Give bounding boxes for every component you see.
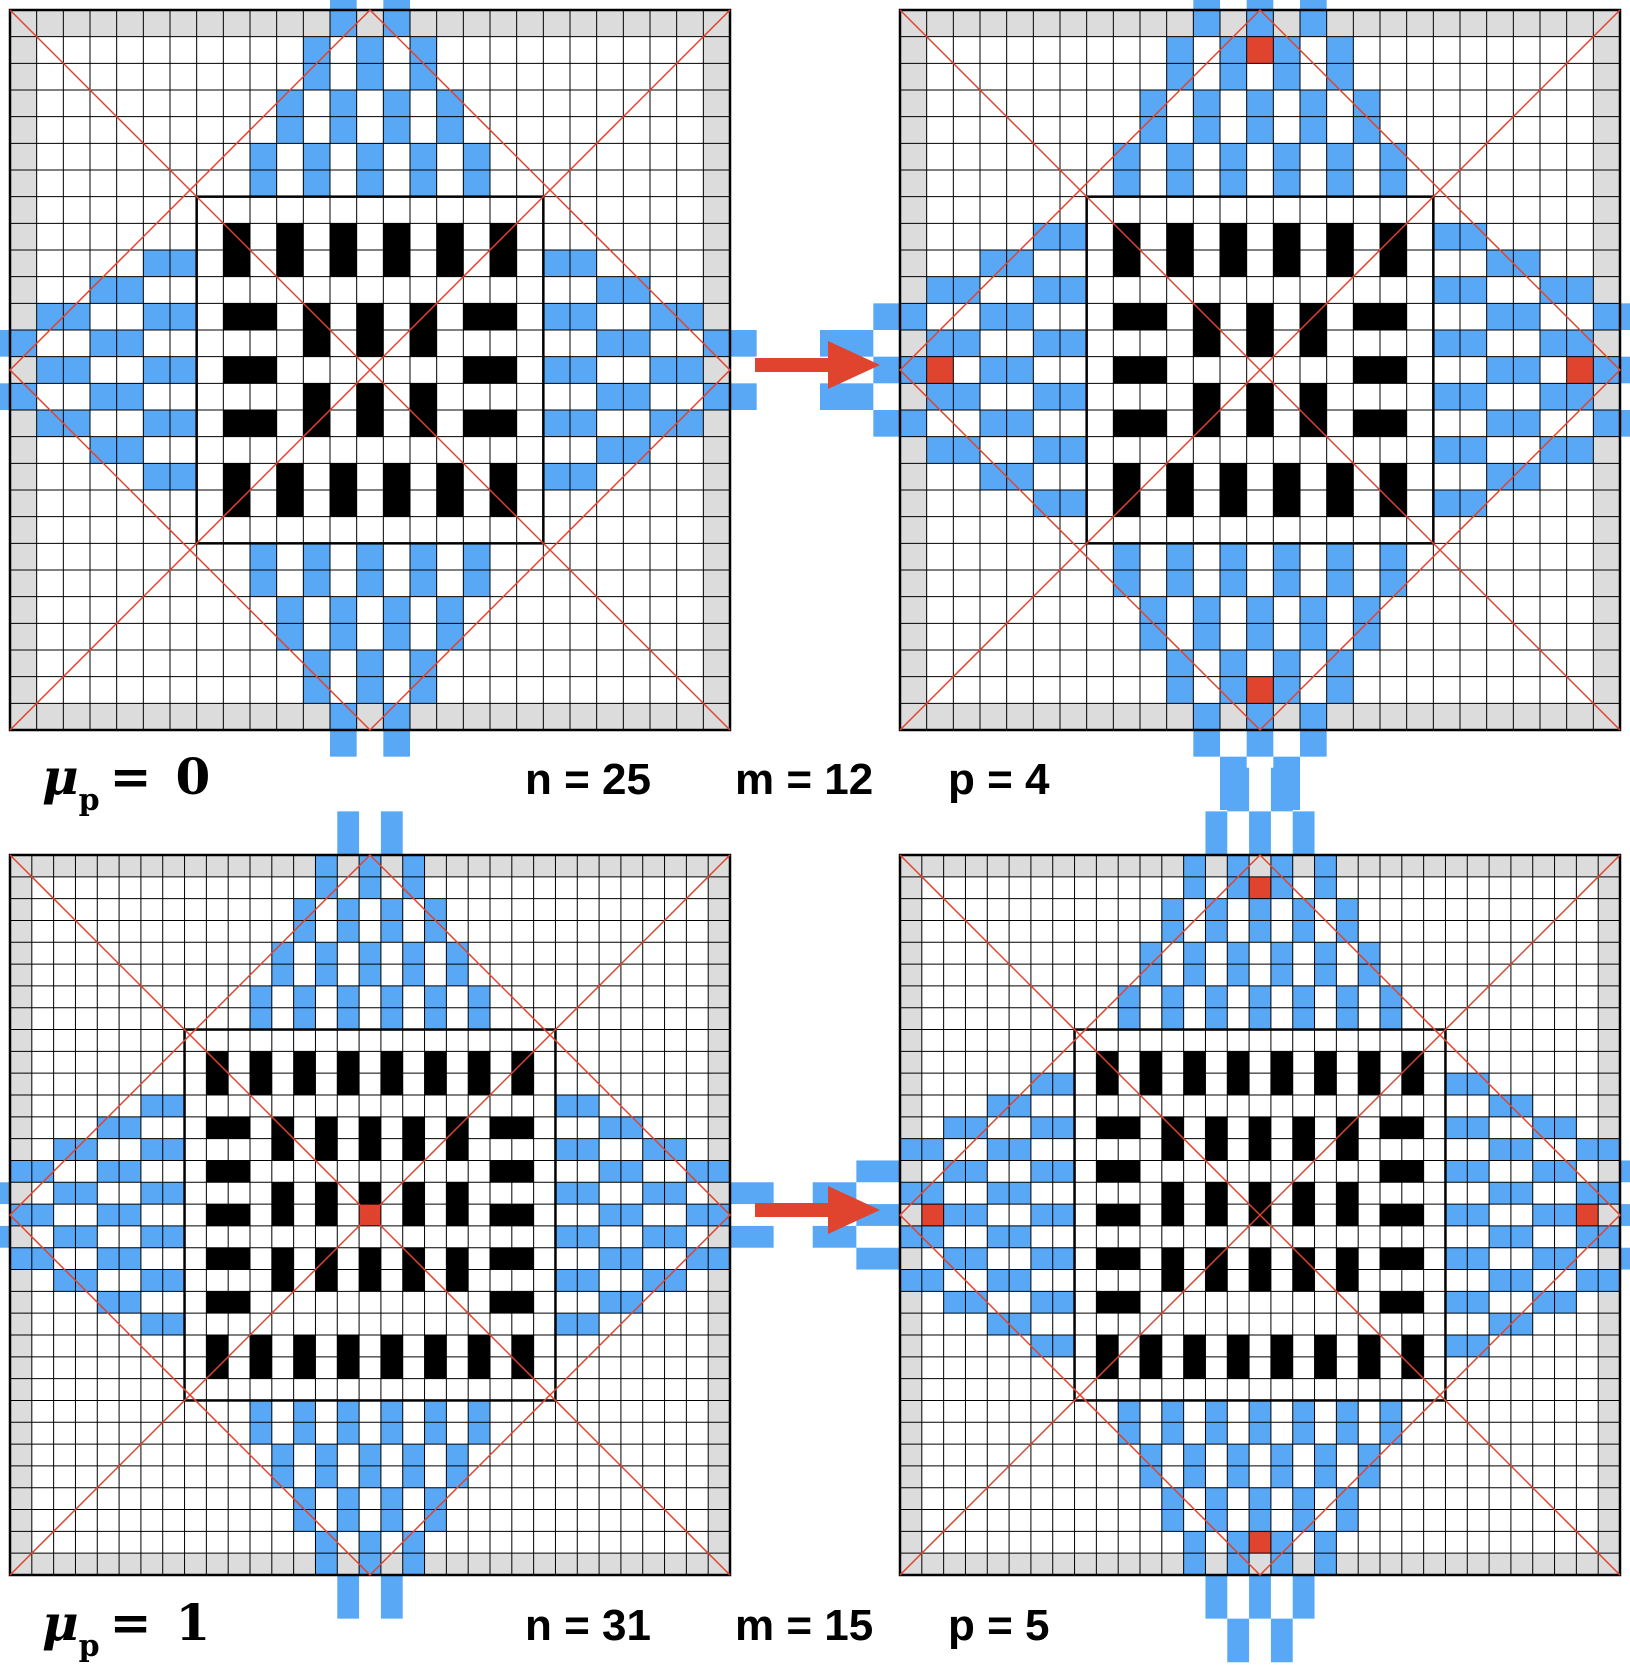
blue-domino xyxy=(330,0,357,37)
right-arrow-head-icon xyxy=(828,1186,880,1234)
mu-equals: = xyxy=(109,1593,152,1652)
blue-domino xyxy=(1227,1618,1250,1663)
blue-domino xyxy=(730,1225,774,1248)
blue-domino xyxy=(1620,1160,1630,1183)
blue-domino xyxy=(1620,1247,1630,1270)
red-cell-left xyxy=(921,1204,944,1226)
right-arrow-head-icon xyxy=(828,341,880,389)
blue-domino xyxy=(1593,410,1630,437)
blue-domino xyxy=(1205,1575,1228,1619)
m-label-row-1: m = 12 xyxy=(735,755,874,804)
diamond-outline xyxy=(8,853,732,1577)
blue-domino xyxy=(0,1182,10,1205)
mu-symbol: μ xyxy=(42,747,79,806)
blue-domino xyxy=(0,383,37,410)
blue-domino xyxy=(856,1160,900,1183)
diamond-outline xyxy=(8,8,732,732)
red-cell-right xyxy=(1576,1204,1599,1226)
blue-domino xyxy=(1249,1575,1271,1619)
blue-domino xyxy=(337,811,360,855)
blue-domino xyxy=(1193,0,1220,37)
blue-domino xyxy=(1300,0,1327,37)
blue-domino xyxy=(383,0,410,37)
red-cell-bottom xyxy=(1249,1531,1271,1554)
red-cell-top xyxy=(1249,876,1271,899)
blue-domino xyxy=(0,330,37,357)
blue-domino xyxy=(1205,811,1228,855)
blue-domino xyxy=(1270,1618,1293,1663)
red-cell-bottom xyxy=(1246,676,1274,704)
blue-domino xyxy=(1620,1204,1630,1226)
diagonal-line xyxy=(899,854,1621,1576)
mu-equals: = xyxy=(109,747,152,806)
mu-label-row-1: μp=0 xyxy=(42,752,210,816)
mu-subscript: p xyxy=(78,1629,100,1664)
n-label-row-2: n = 31 xyxy=(525,1601,651,1650)
blue-domino xyxy=(730,1182,774,1205)
m-label-row-2: m = 15 xyxy=(735,1601,874,1650)
blue-domino xyxy=(1593,303,1630,330)
blue-domino xyxy=(1249,811,1271,855)
diagonal-line xyxy=(9,854,731,1576)
red-cell-left xyxy=(926,356,954,384)
mu-label-row-2: μp=1 xyxy=(42,1598,210,1662)
red-cell-right xyxy=(1566,356,1594,384)
blue-domino xyxy=(1227,767,1250,812)
diagonal-line xyxy=(899,9,1621,731)
diamond-outline xyxy=(898,8,1622,732)
n-label-row-1: n = 25 xyxy=(525,755,651,804)
inner-block-frame xyxy=(195,195,545,545)
blue-domino xyxy=(1292,811,1315,855)
inner-block-frame xyxy=(1073,1028,1447,1402)
blue-domino xyxy=(337,1575,360,1619)
blue-domino xyxy=(380,811,403,855)
blue-domino xyxy=(812,1225,857,1248)
blue-domino xyxy=(1292,1575,1315,1619)
diamond-outline xyxy=(898,853,1622,1577)
mu-symbol: μ xyxy=(42,1593,79,1652)
p-label-row-2: p = 5 xyxy=(948,1601,1050,1650)
inner-block-frame xyxy=(1085,195,1435,545)
blue-domino xyxy=(380,1575,403,1619)
blue-domino xyxy=(1270,767,1293,812)
blue-domino xyxy=(856,1247,900,1270)
mu-value: 0 xyxy=(175,747,211,806)
mu-subscript: p xyxy=(78,783,100,818)
red-cell-top xyxy=(1246,36,1274,64)
mu-value: 1 xyxy=(175,1593,211,1652)
p-label-row-1: p = 4 xyxy=(948,755,1050,804)
diagonal-line xyxy=(9,9,731,731)
blue-domino xyxy=(0,1225,10,1248)
inner-block-frame xyxy=(183,1028,557,1402)
